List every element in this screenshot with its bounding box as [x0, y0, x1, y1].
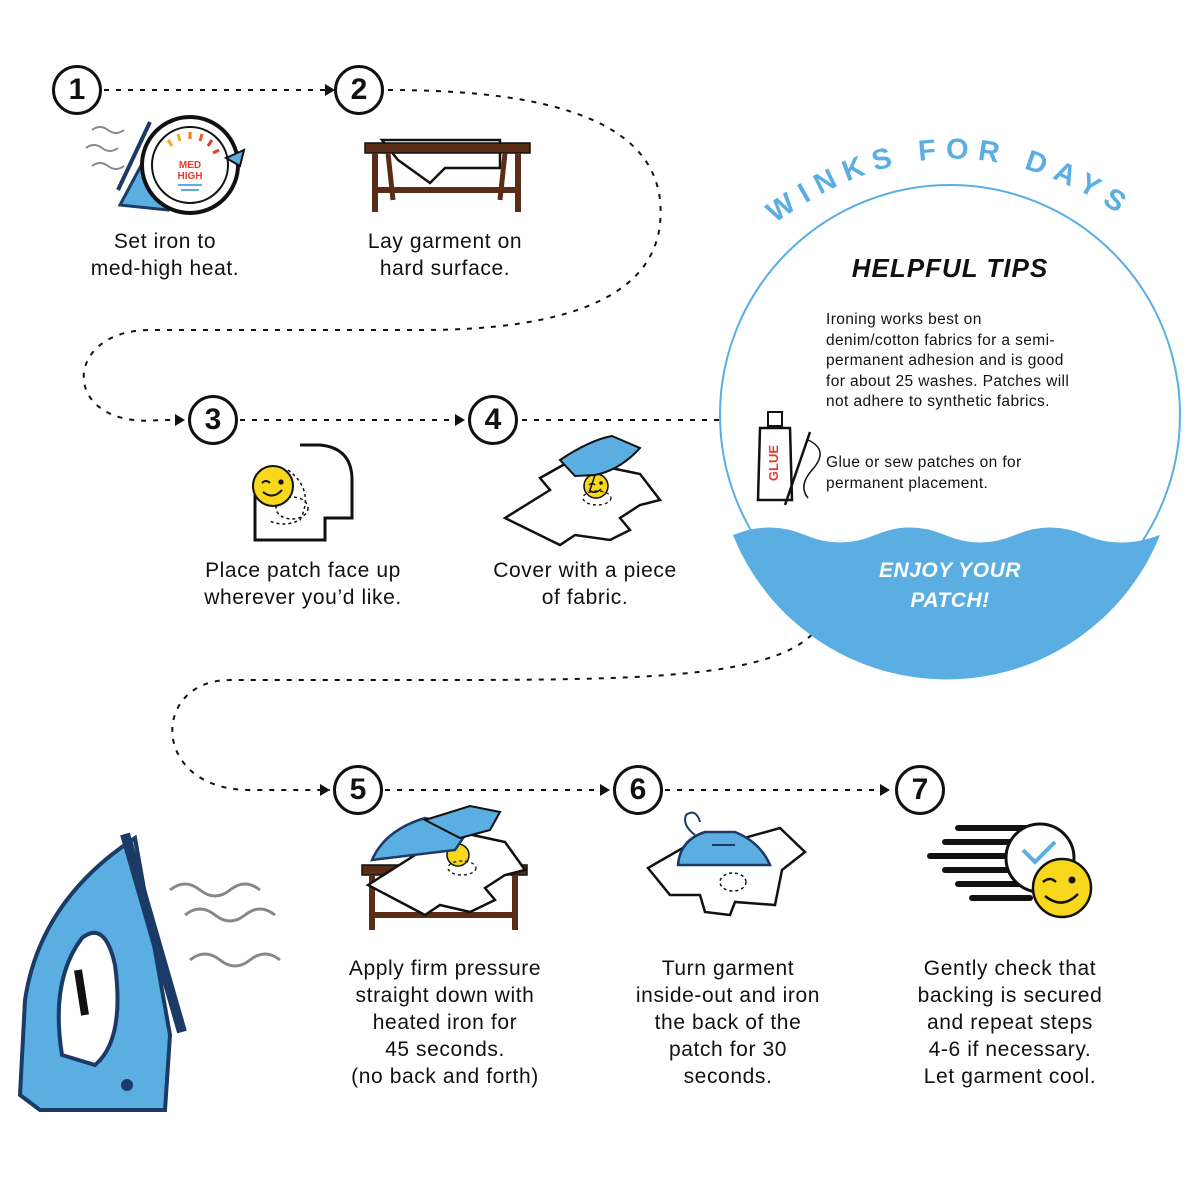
tips-wave-band: [733, 527, 1160, 680]
step-5-number: 5: [333, 765, 383, 815]
table-icon: [364, 138, 531, 212]
glue-label: GLUE: [766, 445, 781, 481]
step-3-number: 3: [188, 395, 238, 445]
step-1-caption: Set iron to med-high heat.: [90, 230, 240, 280]
dial-label-med: MED: [179, 160, 201, 171]
tips-footer: ENJOY YOUR PATCH!: [879, 559, 1021, 612]
dial-label-high: HIGH: [178, 171, 203, 182]
path-arrowheads: [175, 84, 890, 796]
needle-thread-icon: [783, 431, 821, 506]
tips-paragraph-2: Glue or sew patches on for permanent pla…: [826, 454, 1022, 492]
step7-wink-emoji-icon: [1031, 857, 1093, 919]
step-3-caption: Place patch face up wherever you’d like.: [204, 559, 402, 609]
large-iron-icon: [17, 832, 281, 1112]
step-6-caption: Turn garment inside-out and iron the bac…: [635, 957, 821, 1088]
step-6-number: 6: [613, 765, 663, 815]
tips-title: HELPFUL TIPS: [851, 253, 1049, 283]
step-1-number: 1: [52, 65, 102, 115]
step-7-caption: Gently check that backing is secured and…: [917, 957, 1103, 1088]
wink-emoji-icon: [252, 465, 294, 507]
step-4-number: 4: [468, 395, 518, 445]
step-2-caption: Lay garment on hard surface.: [367, 230, 523, 280]
step5-illustration: [361, 804, 528, 930]
step4-garment-icon: [502, 458, 663, 547]
step-5-caption: Apply firm pressure straight down with h…: [348, 957, 542, 1088]
fabric-icon: [558, 434, 642, 491]
step-4-caption: Cover with a piece of fabric.: [493, 559, 677, 609]
step6-illustration: [646, 811, 807, 917]
dotted-path: [82, 89, 890, 791]
glue-tube-icon: GLUE: [756, 411, 794, 502]
tips-paragraph-1: Ironing works best on denim/cotton fabri…: [826, 311, 1070, 410]
temperature-dial-icon: MED HIGH: [140, 115, 246, 215]
step-7-number: 7: [895, 765, 945, 815]
step-2-number: 2: [334, 65, 384, 115]
